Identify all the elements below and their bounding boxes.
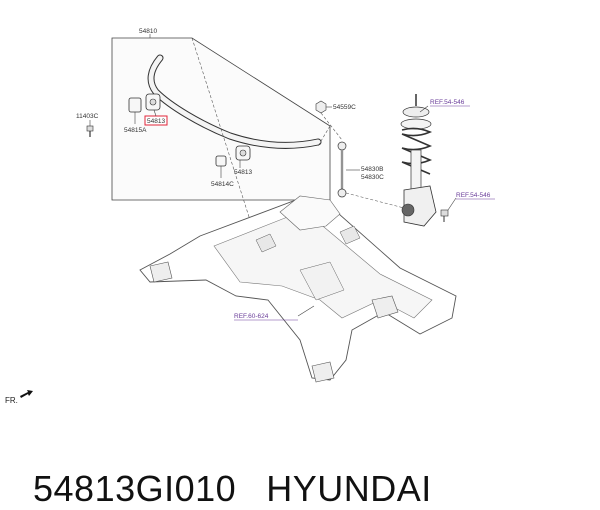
stabilizer-link: 54830B 54830C xyxy=(337,141,384,198)
label-54814c: 54814C xyxy=(211,181,234,188)
ref-54-546-strut: REF.54-546 xyxy=(430,99,465,106)
knuckle-bolt: REF.54-546 xyxy=(440,192,495,222)
label-54813-right: 54813 xyxy=(234,169,252,176)
bushing-bracket-left: 54815A xyxy=(124,93,161,134)
stabilizer-bar xyxy=(147,54,322,149)
nut-54559c: 54559C xyxy=(315,100,356,141)
brand-name: HYUNDAI xyxy=(266,468,432,509)
highlighted-part-54813: 54813 xyxy=(144,109,168,126)
ref-54-546-knuckle: REF.54-546 xyxy=(456,192,491,199)
part-number: 54813GI010 xyxy=(33,468,237,509)
front-direction-indicator: FR. xyxy=(5,390,33,405)
label-54830c: 54830C xyxy=(361,174,384,181)
label-54830b: 54830B xyxy=(361,166,383,173)
part-caption: 54813GI010 HYUNDAI xyxy=(12,426,432,510)
strut-spring-assembly: REF.54-546 xyxy=(345,94,470,227)
label-54559c: 54559C xyxy=(333,104,356,111)
label-fr: FR. xyxy=(5,396,18,405)
front-subframe: REF.60-624 xyxy=(139,195,457,383)
stabilizer-bar-assembly-frame: 54810 xyxy=(111,28,331,201)
bolt-11403c: 11403C xyxy=(76,113,99,137)
label-54815a: 54815A xyxy=(124,127,147,134)
bushing-clamp-right: 54813 54814C xyxy=(211,145,252,188)
label-54813-highlight: 54813 xyxy=(147,118,165,125)
exploded-parts-diagram: 54810 54815A 54813 11403C 54813 54814C xyxy=(5,28,495,405)
label-11403c: 11403C xyxy=(76,113,99,120)
ref-60-624-subframe: REF.60-624 xyxy=(234,313,269,320)
label-54810: 54810 xyxy=(139,28,157,35)
